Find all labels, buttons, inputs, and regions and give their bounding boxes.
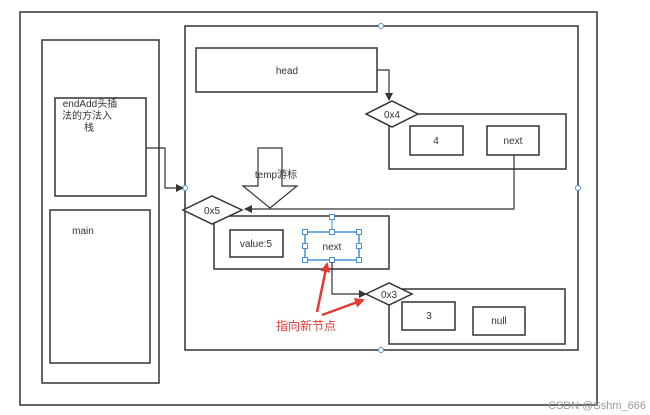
outer-frame (19, 11, 598, 406)
stack-area (41, 39, 160, 384)
node-0x3-next: null (491, 316, 507, 327)
node-0x3-next-box (472, 306, 526, 336)
heap-handle-bottom[interactable] (378, 347, 384, 353)
stack-frame-label-line1: endAdd头插 (63, 97, 117, 110)
annotation-arrow-up (315, 262, 331, 313)
node-0x3-value-box (401, 301, 456, 331)
address-diamond-0x4 (364, 100, 420, 128)
temp-cursor-arrow (241, 147, 299, 209)
main-label: main (72, 226, 94, 237)
node-0x4-next-arrow (244, 155, 515, 213)
node-0x4-value-box (409, 125, 464, 156)
node-0x4 (388, 113, 567, 170)
stack-frame-label-line2: 法的方法入 (62, 109, 112, 122)
address-0x3: 0x3 (381, 290, 398, 301)
annotation-label: 指向新节点 (276, 318, 336, 333)
node-0x5-next: next (323, 242, 342, 253)
temp-label: temp游标 (255, 168, 297, 181)
address-diamond-0x3 (364, 282, 414, 306)
annotation-arrow-right (321, 298, 365, 317)
selection-handles[interactable] (302, 214, 362, 263)
node-0x4-next: next (504, 136, 523, 147)
stack-frame-endadd (54, 97, 147, 197)
node-0x5 (213, 215, 390, 270)
watermark: CSDN @Sshm_666 (548, 400, 646, 412)
heap-handle-left[interactable] (182, 185, 188, 191)
address-0x4: 0x4 (384, 110, 401, 121)
address-0x5: 0x5 (204, 206, 221, 217)
node-0x5-value-box (229, 229, 284, 258)
heap-handle-right[interactable] (575, 185, 581, 191)
head-arrow (377, 69, 393, 101)
stack-frame-main (49, 209, 151, 364)
stack-frame-label-line3: 栈 (84, 121, 94, 134)
stack-to-node-arrow (146, 147, 184, 192)
heap-handle-top[interactable] (378, 23, 384, 29)
node-0x3 (388, 288, 566, 345)
node-0x5-next-arrow (331, 262, 367, 298)
node-0x3-value: 3 (426, 311, 432, 322)
head-label: head (276, 66, 298, 77)
address-diamond-0x5 (181, 195, 244, 225)
node-0x4-next-box (486, 125, 540, 156)
node-0x5-value: value:5 (240, 239, 273, 250)
node-0x4-value: 4 (433, 136, 439, 147)
